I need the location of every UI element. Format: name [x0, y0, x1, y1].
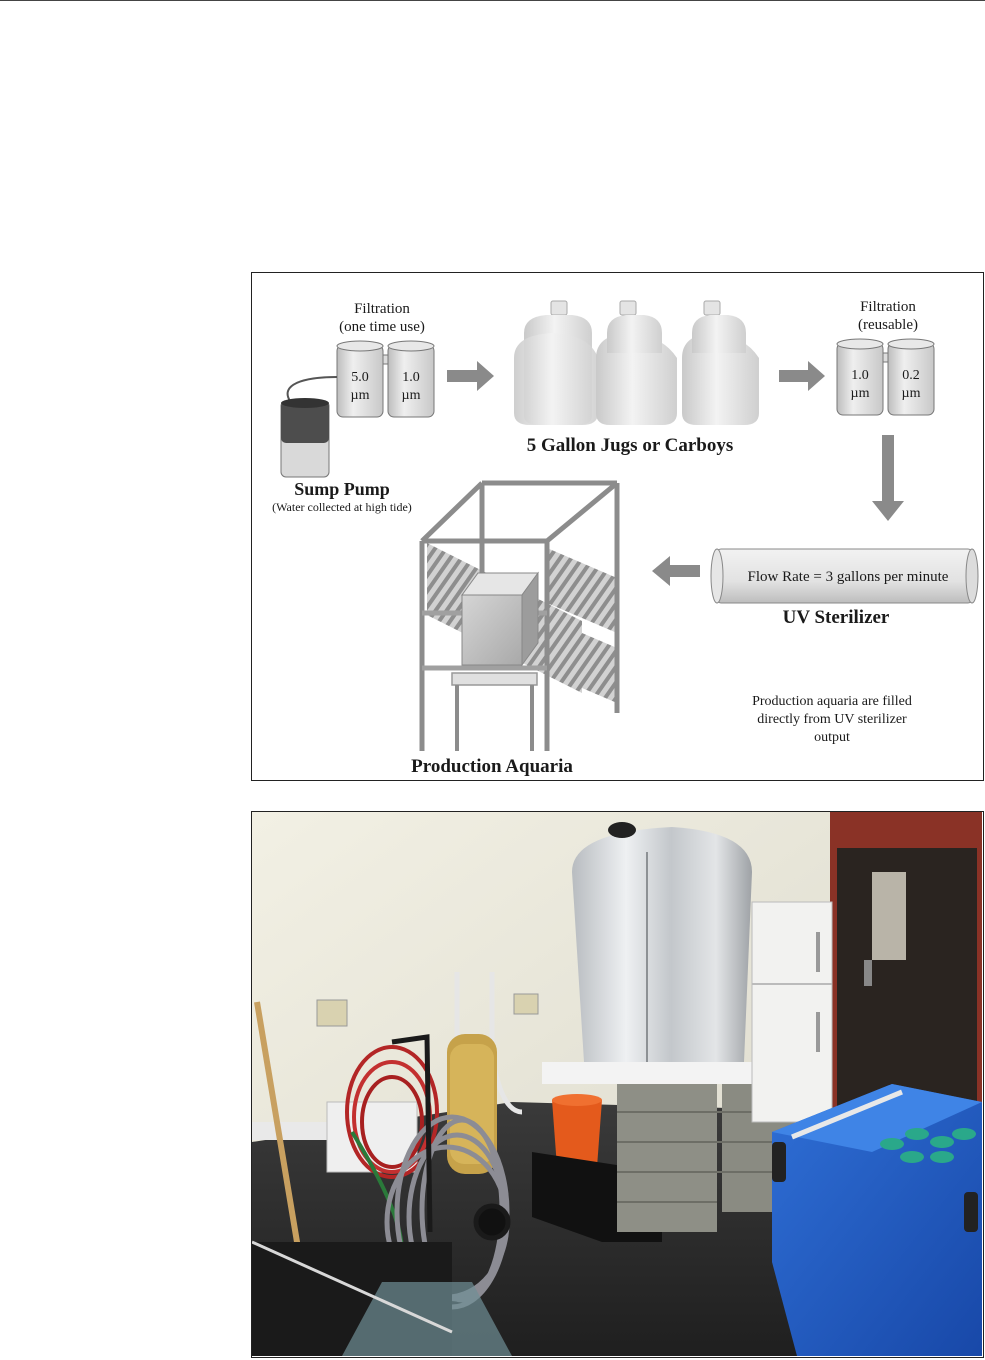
- filter-size-1um: 1.0: [402, 370, 420, 385]
- jug-icon: [596, 300, 677, 425]
- filtration-reusable-subtitle: (reusable): [858, 317, 918, 333]
- filter-unit: µm: [902, 386, 921, 401]
- wall-panel: [326, 1101, 418, 1173]
- aquaria-note-line-1: Production aquaria are filled: [752, 694, 912, 709]
- photo-illustration: [252, 812, 982, 1356]
- filter-unit: µm: [851, 386, 870, 401]
- arrow-down-icon: [872, 435, 904, 521]
- filter-size-1um-reusable: 1.0: [851, 368, 869, 383]
- hand-truck: [391, 1034, 511, 1241]
- diagram-svg: Filtration (one time use) 5.0 µm 1.0 µm …: [272, 299, 979, 777]
- broom-handle: [254, 1001, 305, 1273]
- filtration-one-time-title: Filtration: [354, 301, 410, 317]
- aquarium-tank-icon: [461, 571, 539, 667]
- aquaria-note-line-2: directly from UV sterilizer: [757, 712, 907, 727]
- arrow-right-icon: [779, 361, 825, 391]
- sump-pump-label: Sump Pump: [294, 479, 390, 499]
- uv-sterilizer-tube: [710, 548, 979, 604]
- filtration-reusable-title: Filtration: [860, 299, 916, 315]
- filter-cartridge-1um: 1.0 µm: [387, 340, 435, 418]
- uv-sterilizer-label: UV Sterilizer: [783, 607, 890, 628]
- uv-flow-rate: Flow Rate = 3 gallons per minute: [748, 569, 949, 585]
- stand-icon: [451, 672, 538, 751]
- water-filtration-diagram: Filtration (one time use) 5.0 µm 1.0 µm …: [251, 272, 984, 781]
- water-treatment-room-photo: [251, 811, 984, 1358]
- jug-icon: [514, 300, 598, 425]
- sump-pump-icon: [280, 398, 330, 478]
- blue-storage-bin: [772, 1084, 982, 1356]
- outlet-plate: [513, 993, 539, 1015]
- foil-insulated-tank: [572, 822, 752, 1062]
- filter-size-02um: 0.2: [902, 368, 920, 383]
- arrow-right-icon: [447, 361, 494, 391]
- top-rule: [0, 0, 985, 1]
- aquaria-label: Production Aquaria: [411, 756, 573, 777]
- filter-cartridge-02um-reusable: 0.2 µm: [887, 338, 935, 416]
- sump-pump-note: (Water collected at high tide): [272, 500, 412, 514]
- orange-bucket: [552, 1094, 602, 1167]
- jug-icon: [682, 300, 759, 425]
- filter-cartridge-5um: 5.0 µm: [336, 340, 384, 418]
- aquaria-note-line-3: output: [814, 730, 850, 745]
- filter-unit: µm: [351, 388, 370, 403]
- filter-size-5um: 5.0: [351, 370, 369, 385]
- outlet-plate: [316, 999, 348, 1027]
- door: [837, 848, 977, 1108]
- filtration-one-time-subtitle: (one time use): [339, 319, 425, 335]
- foreground-aquarium: [252, 1240, 512, 1356]
- arrow-left-icon: [652, 556, 700, 586]
- filter-unit: µm: [402, 388, 421, 403]
- jugs-label: 5 Gallon Jugs or Carboys: [527, 435, 734, 456]
- filter-cartridge-1um-reusable: 1.0 µm: [836, 338, 884, 416]
- pump-hose: [286, 376, 338, 402]
- refrigerator: [751, 901, 833, 1123]
